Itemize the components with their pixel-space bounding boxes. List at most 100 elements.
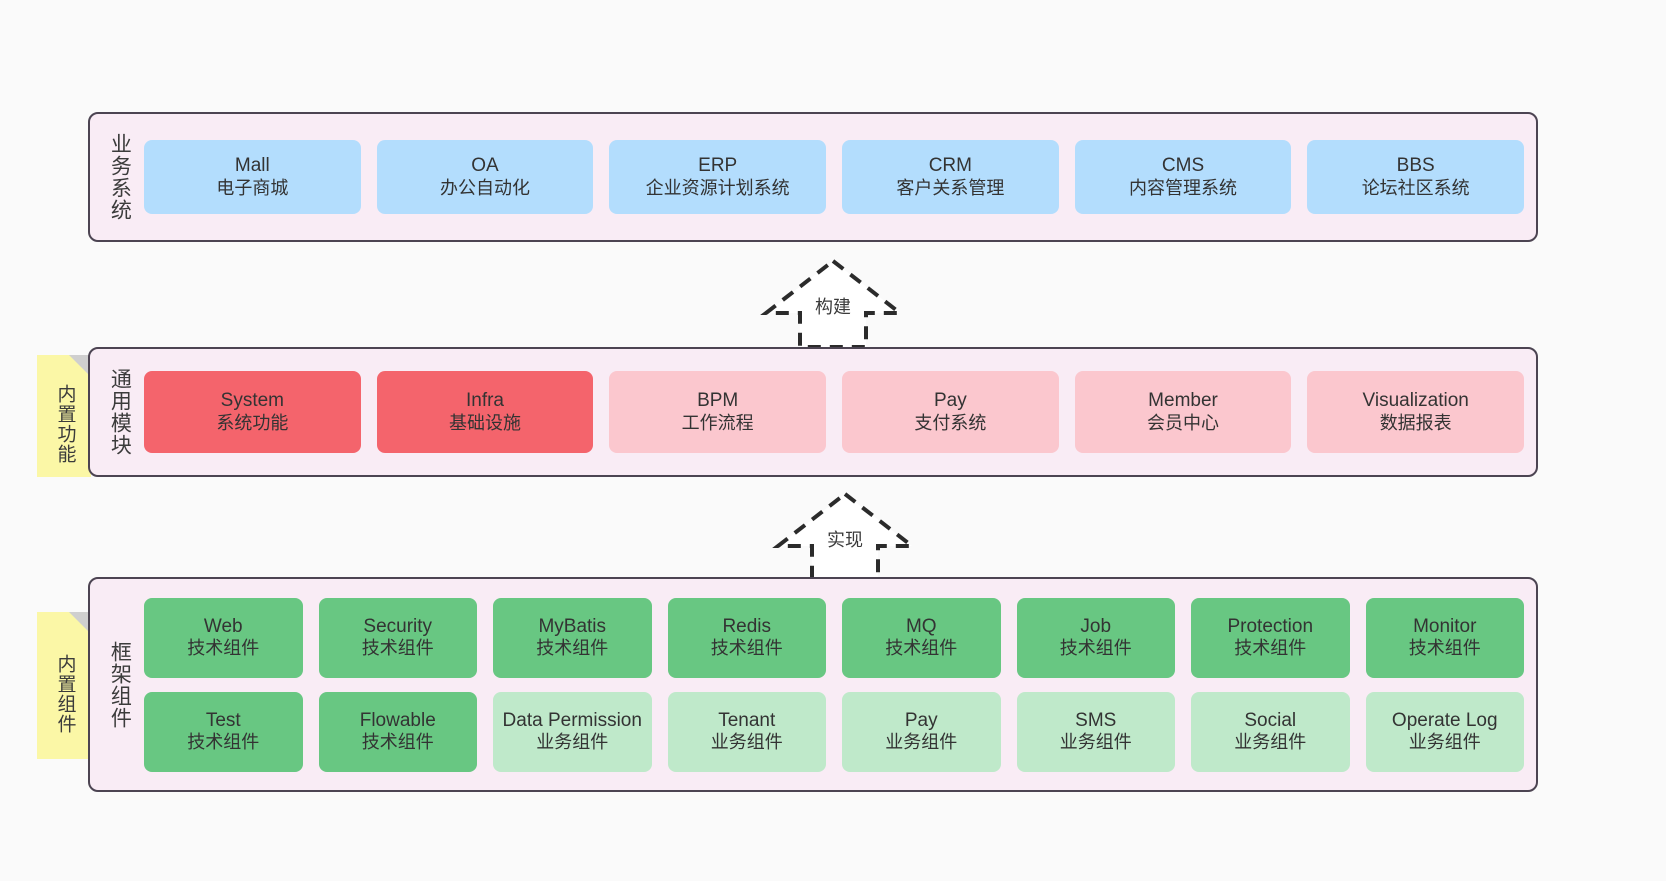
layer-business-systems: 业务系统 Mall 电子商城 OA 办公自动化 ERP 企业资源计划系统 CRM… [88,112,1538,242]
module-card-cms[interactable]: CMS 内容管理系统 [1074,140,1292,214]
component-card-operate-log[interactable]: Operate Log 业务组件 [1365,691,1524,772]
component-card-web[interactable]: Web 技术组件 [144,597,303,678]
module-card-name: BBS [1396,155,1435,177]
module-card-desc: 客户关系管理 [896,177,1005,198]
component-card-desc: 技术组件 [187,732,260,753]
component-card-name: Security [363,615,433,637]
note-builtin-components: 内置组件 [37,612,91,759]
component-card-social[interactable]: Social 业务组件 [1191,691,1350,772]
module-card-desc: 企业资源计划系统 [645,177,790,198]
note-builtin-functions: 内置功能 [37,355,91,477]
component-card-name: Pay [904,709,938,731]
arrow-build: 构建 [748,255,918,350]
component-card-desc: 业务组件 [710,732,783,753]
component-card-name: Job [1080,615,1112,637]
component-card-name: Redis [722,615,772,637]
component-card-desc: 技术组件 [361,638,434,659]
module-card-erp[interactable]: ERP 企业资源计划系统 [609,140,827,214]
component-card-desc: 技术组件 [1234,638,1307,659]
note-label: 内置功能 [54,384,76,464]
module-card-name: ERP [698,155,738,177]
arrow-label-implement: 实现 [827,530,863,550]
module-card-desc: 基础设施 [449,412,521,433]
module-card-name: Mall [234,155,270,177]
component-card-name: Data Permission [502,709,642,731]
module-card-name: Member [1148,390,1218,412]
component-card-desc: 技术组件 [187,638,260,659]
layer-title-common-modules: 通用模块 [108,368,132,456]
module-card-name: Visualization [1362,390,1469,412]
component-card-name: MyBatis [538,615,607,637]
component-card-data-permission[interactable]: Data Permission 业务组件 [493,691,652,772]
component-card-monitor[interactable]: Monitor 技术组件 [1365,597,1524,678]
module-card-bpm[interactable]: BPM 工作流程 [609,371,827,453]
layer-row: Test 技术组件 Flowable 技术组件 Data Permission … [144,691,1524,772]
layer-body-common-modules: System 系统功能 Infra 基础设施 BPM 工作流程 Pay 支付系统… [142,349,1536,475]
module-card-desc: 电子商城 [216,177,289,198]
module-card-desc: 数据报表 [1379,412,1452,433]
component-card-sms[interactable]: SMS 业务组件 [1016,691,1175,772]
layer-row: Mall 电子商城 OA 办公自动化 ERP 企业资源计划系统 CRM 客户关系… [144,140,1525,214]
component-card-name: Tenant [718,709,776,731]
component-card-protection[interactable]: Protection 技术组件 [1191,597,1350,678]
module-card-name: BPM [697,390,739,412]
component-card-security[interactable]: Security 技术组件 [318,597,477,678]
component-card-name: Monitor [1413,615,1477,637]
module-card-system[interactable]: System 系统功能 [144,371,361,453]
layer-body-framework-components: Web 技术组件 Security 技术组件 MyBatis 技术组件 Redi… [142,579,1536,790]
module-card-bbs[interactable]: BBS 论坛社区系统 [1307,140,1525,214]
component-card-mq[interactable]: MQ 技术组件 [842,597,1001,678]
module-card-member[interactable]: Member 会员中心 [1074,371,1292,453]
component-card-mybatis[interactable]: MyBatis 技术组件 [493,597,652,678]
module-card-mall[interactable]: Mall 电子商城 [144,140,361,214]
arrow-implement: 实现 [760,488,930,583]
component-card-desc: 技术组件 [361,732,434,753]
component-card-desc: 技术组件 [1059,638,1132,659]
module-card-name: OA [471,155,499,177]
component-card-name: Web [203,615,243,637]
module-card-desc: 会员中心 [1147,412,1220,433]
component-card-flowable[interactable]: Flowable 技术组件 [318,691,477,772]
component-card-name: Protection [1227,615,1314,637]
component-card-name: SMS [1075,709,1117,731]
component-card-job[interactable]: Job 技术组件 [1016,597,1175,678]
layer-framework-components: 框架组件 Web 技术组件 Security 技术组件 MyBatis 技术组件… [88,577,1538,792]
module-card-visualization[interactable]: Visualization 数据报表 [1307,371,1525,453]
layer-row: Web 技术组件 Security 技术组件 MyBatis 技术组件 Redi… [144,597,1524,678]
component-card-desc: 技术组件 [1408,638,1481,659]
module-card-name: Infra [465,390,505,412]
module-card-desc: 工作流程 [681,412,754,433]
component-card-tenant[interactable]: Tenant 业务组件 [667,691,826,772]
module-card-crm[interactable]: CRM 客户关系管理 [842,140,1059,214]
layer-body-business-systems: Mall 电子商城 OA 办公自动化 ERP 企业资源计划系统 CRM 客户关系… [142,114,1536,240]
module-card-name: System [220,390,285,412]
module-card-desc: 系统功能 [216,412,289,433]
layer-row: System 系统功能 Infra 基础设施 BPM 工作流程 Pay 支付系统… [144,371,1525,453]
layer-title-framework-components: 框架组件 [108,640,132,729]
module-card-oa[interactable]: OA 办公自动化 [376,140,594,214]
component-card-desc: 技术组件 [710,638,783,659]
component-card-desc: 业务组件 [1059,732,1132,753]
component-card-name: Test [205,709,241,731]
module-card-desc: 论坛社区系统 [1361,177,1470,198]
component-card-desc: 技术组件 [885,638,958,659]
component-card-desc: 业务组件 [536,732,609,753]
module-card-name: CMS [1161,155,1205,177]
component-card-name: MQ [905,615,937,637]
note-fold-corner-icon [69,612,91,634]
component-card-test[interactable]: Test 技术组件 [144,691,303,772]
module-card-desc: 支付系统 [914,412,987,433]
note-fold-corner-icon [69,355,91,377]
component-card-pay[interactable]: Pay 业务组件 [842,691,1001,772]
layer-common-modules: 通用模块 System 系统功能 Infra 基础设施 BPM 工作流程 Pay… [88,347,1538,477]
component-card-desc: 业务组件 [885,732,958,753]
module-card-infra[interactable]: Infra 基础设施 [376,371,594,453]
arrow-label-build: 构建 [815,297,851,317]
component-card-desc: 技术组件 [536,638,609,659]
component-card-redis[interactable]: Redis 技术组件 [667,597,826,678]
component-card-name: Flowable [359,709,436,731]
module-card-pay[interactable]: Pay 支付系统 [842,371,1059,453]
module-card-desc: 内容管理系统 [1129,177,1238,198]
module-card-name: Pay [933,390,967,412]
